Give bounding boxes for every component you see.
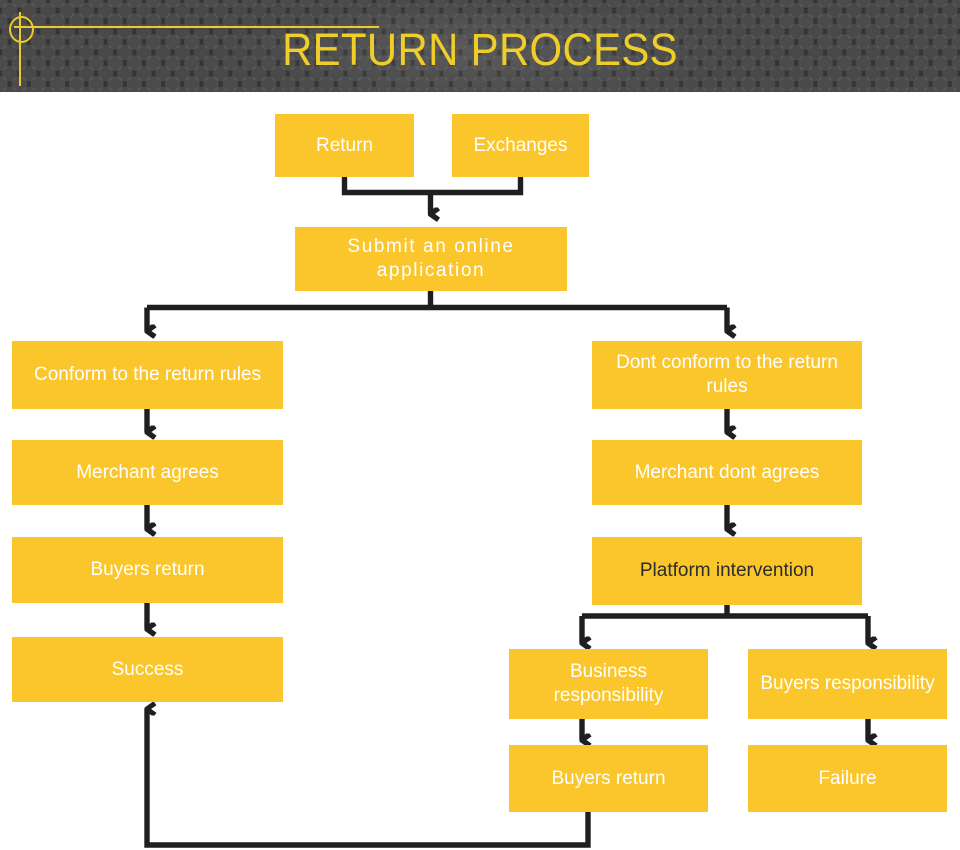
node-failure[interactable]: Failure xyxy=(748,745,947,812)
header-vignette xyxy=(232,0,732,92)
page-title: RETURN PROCESS xyxy=(282,24,678,75)
decorative-horizontal-line xyxy=(14,26,379,28)
edge-return-to-submit xyxy=(341,177,431,196)
mesh-pattern-offset xyxy=(0,0,960,92)
connector-layer xyxy=(144,177,960,848)
node-buyers-return-left[interactable]: Buyers return xyxy=(12,537,283,603)
node-return[interactable]: Return xyxy=(275,114,414,177)
node-merchant-dont-agrees[interactable]: Merchant dont agrees xyxy=(592,440,862,505)
node-exchanges[interactable]: Exchanges xyxy=(452,114,589,177)
mesh-pattern-background xyxy=(0,0,960,92)
edge-feedback-loop-to-success xyxy=(144,709,591,848)
node-buyers-responsibility[interactable]: Buyers responsibility xyxy=(748,649,947,719)
decorative-circle-icon xyxy=(9,16,34,43)
node-dont-conform-to-return-rules[interactable]: Dont conform to the return rules xyxy=(592,341,862,409)
node-merchant-agrees[interactable]: Merchant agrees xyxy=(12,440,283,505)
flowchart-canvas: Return Exchanges Submit an online applic… xyxy=(0,92,960,850)
node-submit-online-application[interactable]: Submit an online application xyxy=(295,227,567,291)
node-conform-to-return-rules[interactable]: Conform to the return rules xyxy=(12,341,283,409)
node-business-responsibility[interactable]: Business responsibility xyxy=(509,649,708,719)
node-platform-intervention[interactable]: Platform intervention xyxy=(592,537,862,605)
node-buyers-return-right[interactable]: Buyers return xyxy=(509,745,708,812)
node-success[interactable]: Success xyxy=(12,637,283,702)
page-header: RETURN PROCESS xyxy=(0,0,960,92)
decorative-vertical-line xyxy=(19,12,21,86)
edge-exchanges-to-submit xyxy=(430,177,524,196)
